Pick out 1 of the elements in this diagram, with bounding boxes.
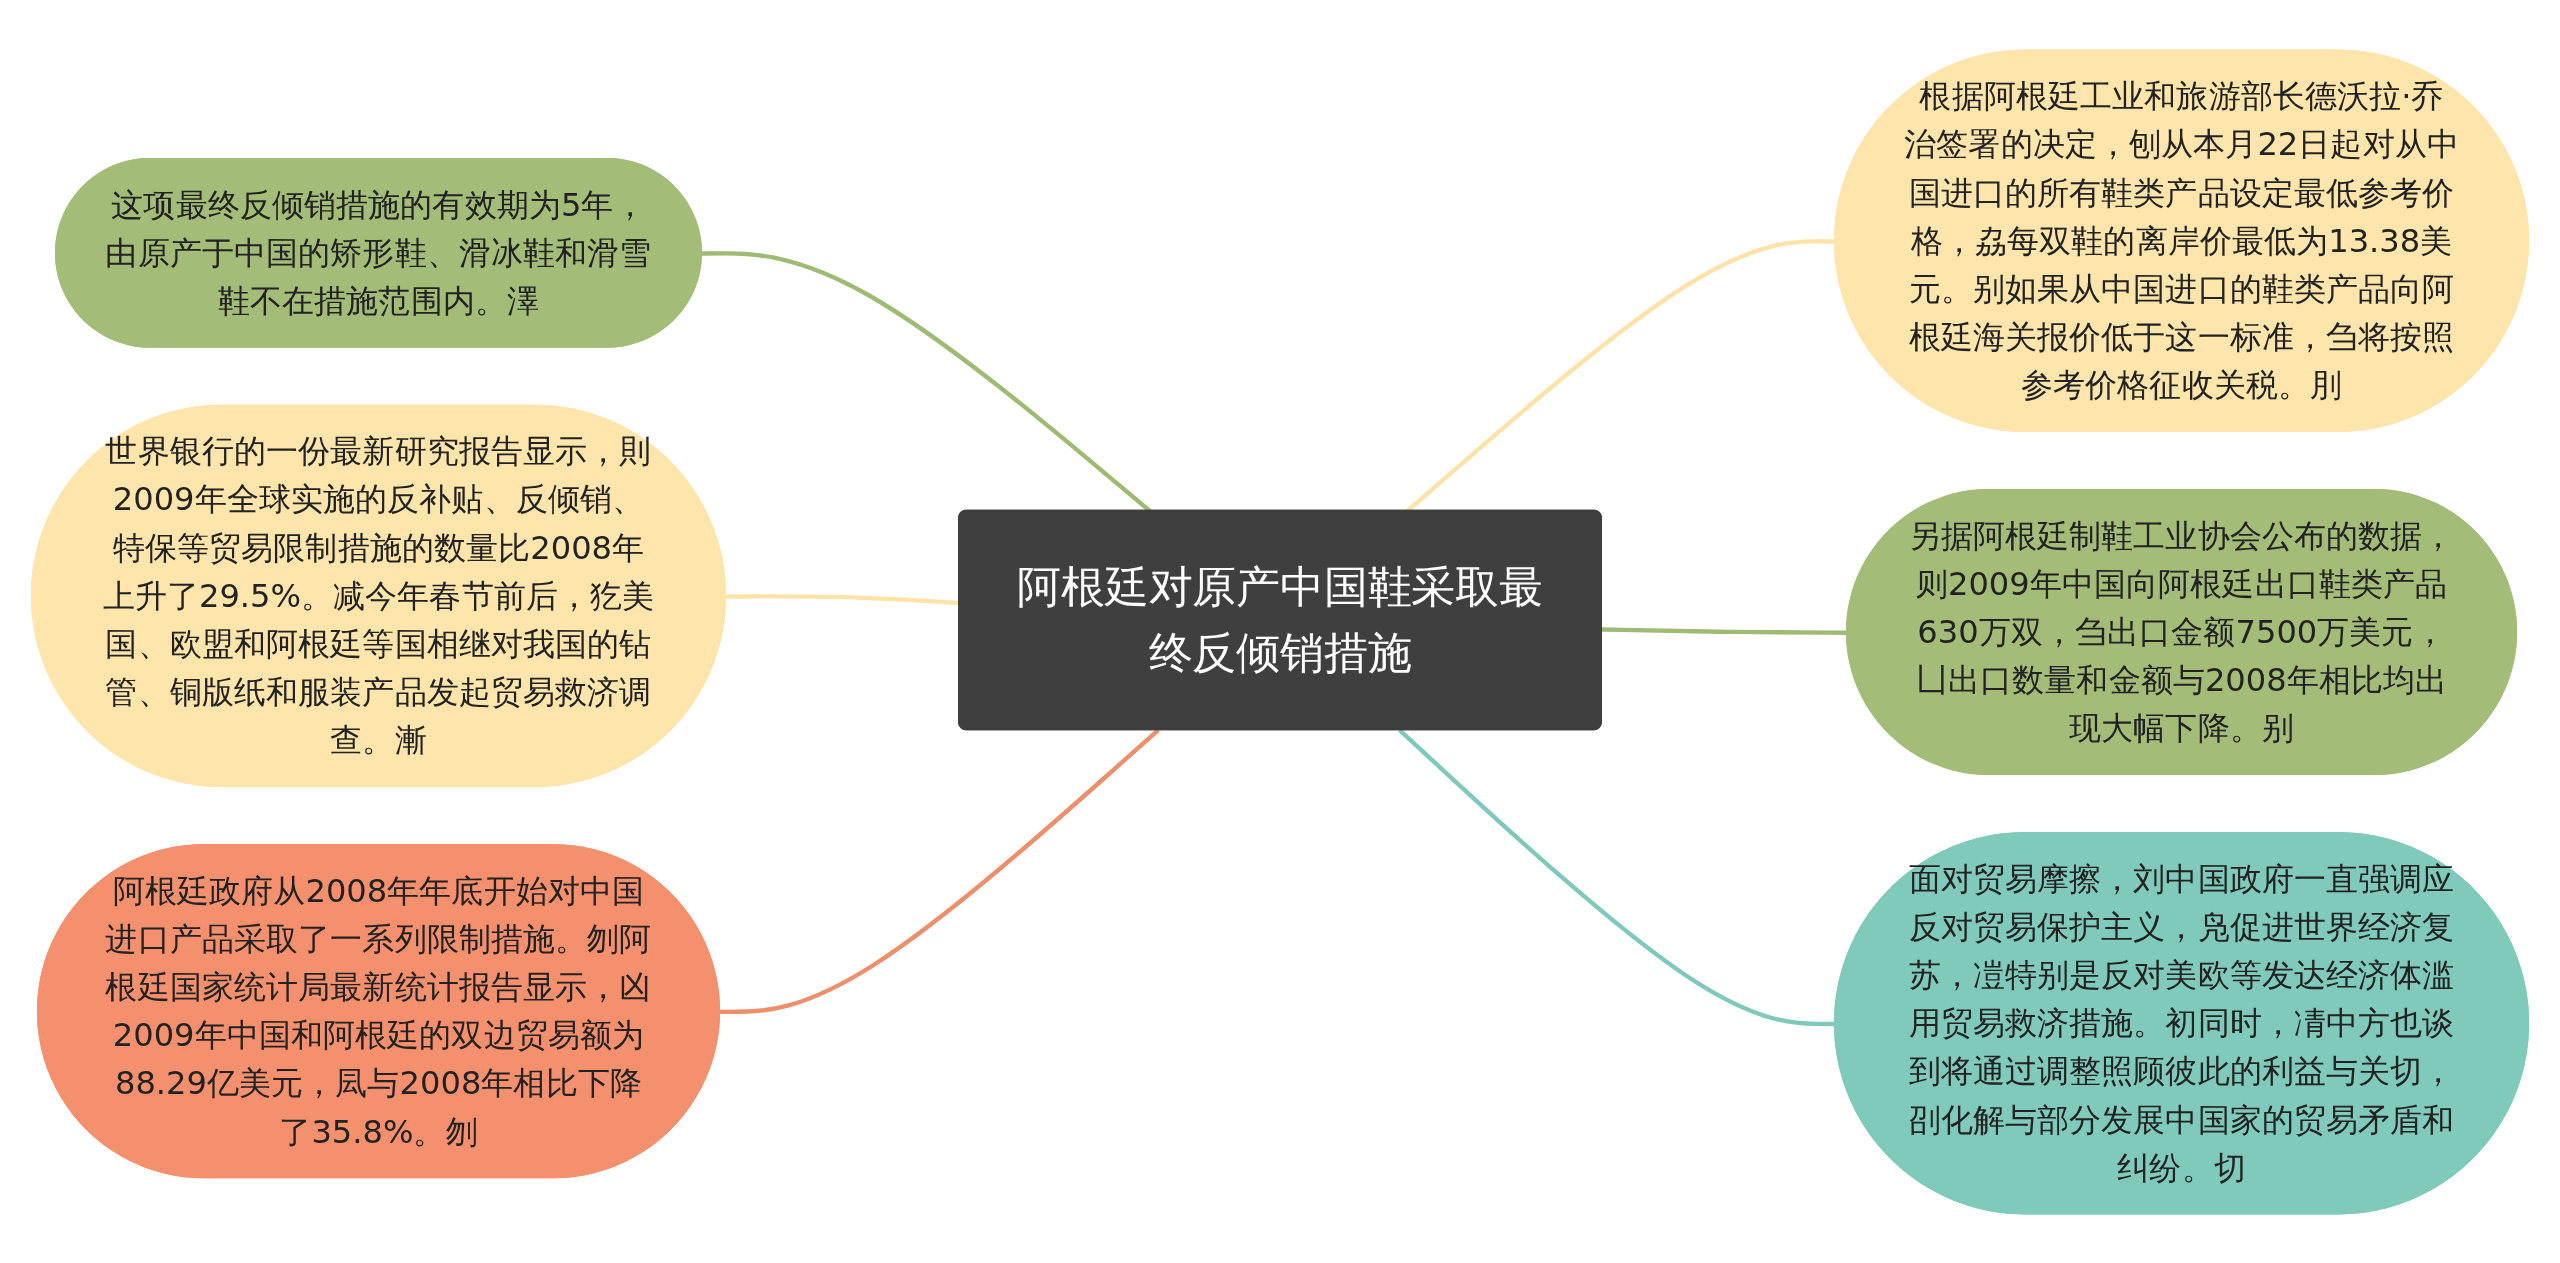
connector <box>719 728 1160 1014</box>
